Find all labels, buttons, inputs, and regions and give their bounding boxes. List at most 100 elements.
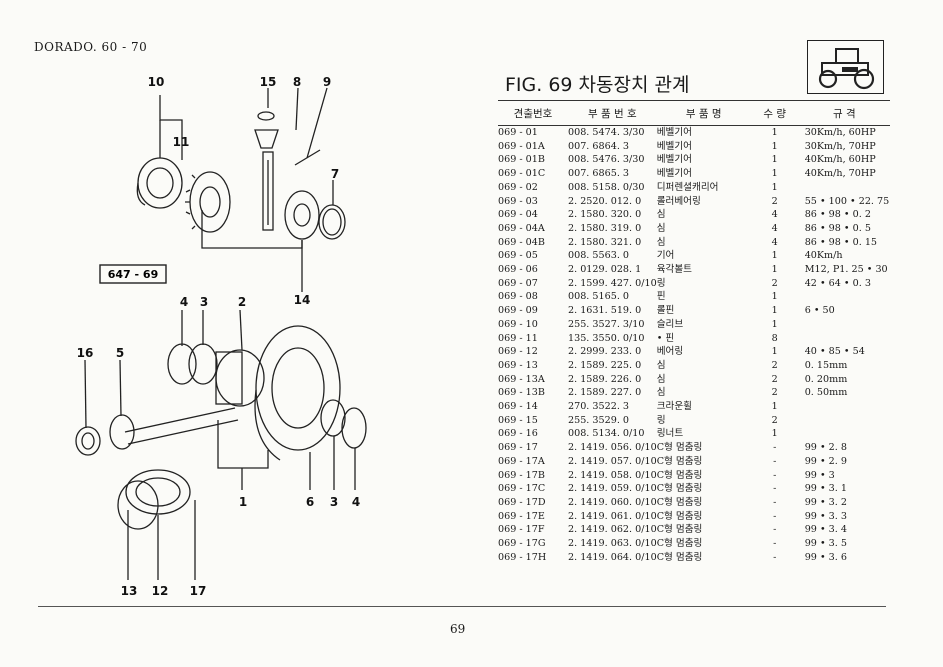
table-cell: 2. 2520. 012. 0 — [568, 195, 642, 207]
table-cell: 069 - 03 — [498, 195, 538, 207]
table-cell: 베벨기어 — [656, 168, 692, 180]
table-cell: 069 - 06 — [498, 264, 538, 276]
callout-15: 15 — [260, 75, 277, 89]
callout-8: 8 — [293, 75, 301, 89]
table-cell: 069 - 08 — [498, 291, 538, 303]
callout-3-right: 3 — [330, 495, 338, 509]
table-cell: 069 - 17G — [498, 538, 546, 550]
exploded-parts-diagram: 647 - 69 10 11 15 8 9 7 14 4 3 2 16 5 1 … — [75, 75, 367, 598]
table-cell: 2 — [771, 359, 778, 371]
table-cell: 55 • 100 • 22. 75 — [804, 195, 890, 207]
table-cell: 008. 5474. 3/30 — [568, 127, 645, 138]
table-cell: - — [773, 524, 777, 536]
table-cell: 심 — [656, 359, 666, 371]
callout-3: 3 — [200, 295, 208, 309]
table-cell: 4 — [771, 236, 778, 248]
table-cell: 069 - 02 — [498, 181, 538, 193]
table-cell: 1 — [771, 428, 778, 440]
callout-5: 5 — [116, 346, 124, 360]
table-cell: 2. 1419. 057. 0/10 — [568, 455, 657, 467]
table-cell: 99 • 3. 4 — [804, 524, 847, 536]
table-cell: 2. 2999. 233. 0 — [568, 346, 642, 358]
table-cell: 069 - 15 — [498, 414, 538, 426]
table-cell — [799, 414, 890, 428]
table-cell: 069 - 05 — [498, 250, 538, 262]
callout-6: 6 — [306, 495, 314, 509]
table-cell: 0. 50mm — [804, 387, 848, 399]
table-cell: 069 - 04 — [498, 209, 538, 221]
table-cell: 2. 1631. 519. 0 — [568, 305, 642, 317]
callout-4-right: 4 — [352, 495, 360, 509]
table-cell: 069 - 01A — [498, 140, 545, 152]
table-cell: - — [773, 455, 777, 467]
table-cell: 베벨기어 — [656, 127, 692, 138]
table-cell: 2 — [771, 277, 778, 289]
table-cell: 40Km/h — [804, 250, 843, 262]
table-cell: 069 - 04B — [498, 236, 545, 248]
callout-9: 9 — [323, 75, 331, 89]
table-cell: 8 — [771, 332, 778, 344]
table-cell: 2. 1419. 061. 0/10 — [568, 510, 657, 522]
table-cell: 기어 — [656, 250, 675, 262]
table-cell: 육각볼트 — [656, 264, 692, 276]
table-cell: C형 멈춤링 — [656, 455, 703, 467]
table-cell: 핀 — [656, 291, 666, 303]
table-cell: 링 — [656, 414, 666, 426]
table-cell: 심 — [656, 222, 666, 234]
table-cell: 008. 5476. 3/30 — [568, 154, 645, 166]
table-cell: 069 - 17B — [498, 469, 545, 481]
table-cell: 069 - 17 — [498, 442, 538, 454]
table-row: 069 - 15 255. 3529. 0 링 2 — [498, 414, 890, 428]
table-cell: 베벨기어 — [656, 140, 692, 152]
table-cell: 255. 3529. 0 — [568, 414, 630, 426]
table-cell: 심 — [656, 373, 666, 385]
callout-14: 14 — [294, 293, 311, 307]
table-cell: C형 멈춤링 — [656, 524, 703, 536]
table-cell: 069 - 13 — [498, 359, 538, 371]
table-cell: 069 - 04A — [498, 222, 545, 234]
table-cell: 069 - 11 — [498, 332, 538, 344]
table-cell: 2 — [771, 414, 778, 426]
table-cell: 롤핀 — [656, 305, 675, 317]
table-cell: 135. 3550. 0/10 — [568, 332, 645, 344]
table-cell: 069 - 16 — [498, 428, 538, 440]
callout-13: 13 — [121, 584, 138, 598]
table-cell: 270. 3522. 3 — [568, 401, 630, 413]
table-cell: 2. 1580. 321. 0 — [568, 236, 642, 248]
callout-16: 16 — [77, 346, 94, 360]
table-cell: 30Km/h, 60HP — [804, 127, 876, 138]
table-cell: 링너트 — [656, 428, 684, 440]
table-cell: 크라운휠 — [656, 401, 692, 413]
callout-11: 11 — [173, 135, 190, 149]
table-cell: 2 — [771, 373, 778, 385]
table-cell: 1 — [771, 140, 778, 152]
table-cell — [799, 427, 890, 441]
table-cell: 1 — [771, 250, 778, 262]
table-cell: 0. 20mm — [804, 373, 848, 385]
table-cell: 069 - 10 — [498, 318, 538, 330]
table-cell: 069 - 17A — [498, 455, 545, 467]
table-cell: C형 멈춤링 — [656, 469, 703, 481]
column-header: 규 격 — [798, 100, 890, 126]
table-cell: 99 • 3 — [804, 469, 835, 481]
